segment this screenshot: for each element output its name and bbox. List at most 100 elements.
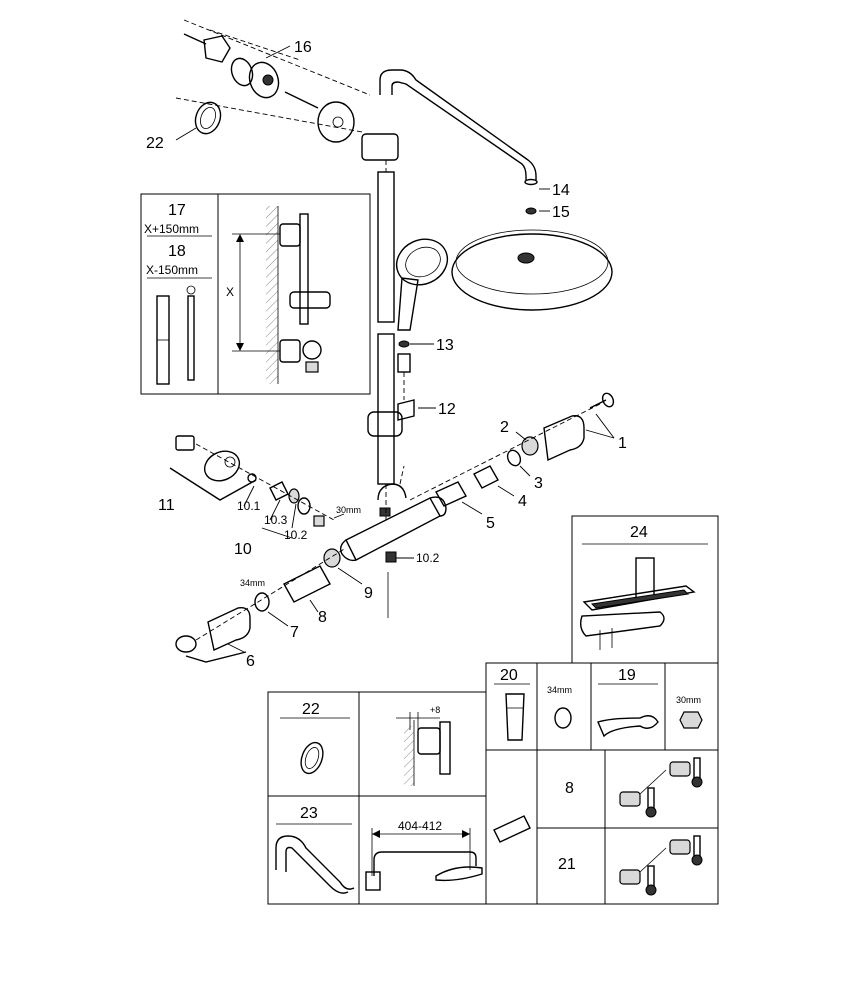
head-shower-rim xyxy=(451,233,613,311)
spares-21-number: 21 xyxy=(558,856,576,873)
left-valve-parts xyxy=(169,435,414,663)
nut-30mm xyxy=(313,515,325,527)
lower-rail xyxy=(377,333,395,485)
head-23-icon xyxy=(435,866,483,882)
dash-guide-top xyxy=(183,19,371,96)
hand-shower xyxy=(367,238,449,437)
part-6-cap xyxy=(175,635,197,653)
dimension-34mm: 34mm xyxy=(240,578,265,588)
thermostat-connector xyxy=(377,483,407,501)
part-11-nipple xyxy=(175,435,195,451)
part-6-handle xyxy=(207,607,251,651)
callout-13: 13 xyxy=(436,337,454,354)
part-5 xyxy=(435,481,467,507)
head-shower-face xyxy=(455,229,609,295)
screw xyxy=(183,33,207,45)
leader-22 xyxy=(175,127,197,141)
callout-16: 16 xyxy=(294,39,312,56)
inset-x-label: X xyxy=(226,285,234,299)
cartridge-8-b xyxy=(669,761,691,777)
spacer-ring-22 xyxy=(194,101,222,135)
callout-10-2-right: 10.2 xyxy=(416,551,440,565)
cartridge-8-a xyxy=(619,791,641,807)
hose-nut xyxy=(397,353,411,373)
inset-24-number: 24 xyxy=(630,524,648,541)
lower-22-number: 22 xyxy=(302,701,320,718)
rail-extension-inset xyxy=(140,193,371,395)
callout-3: 3 xyxy=(534,475,543,492)
inset-17-dimension: X+150mm xyxy=(144,222,199,236)
callout-10-2: 10.2 xyxy=(284,528,308,542)
thermostat-assembly xyxy=(339,392,615,562)
cartridge-21-b xyxy=(669,839,691,855)
callout-4: 4 xyxy=(518,493,527,510)
gasket-14 xyxy=(524,178,538,186)
spares-20-dimension: 34mm xyxy=(547,685,572,695)
shower-arm-outer xyxy=(379,69,537,180)
spares-19-number: 19 xyxy=(618,667,636,684)
upper-rail xyxy=(377,171,395,323)
callout-15: 15 xyxy=(552,204,570,221)
rail-holder xyxy=(361,133,399,161)
spares-20-number: 20 xyxy=(500,667,518,684)
spanner-19 xyxy=(597,715,659,738)
callout-12: 12 xyxy=(438,401,456,418)
callout-14: 14 xyxy=(552,182,570,199)
part-4 xyxy=(473,465,499,489)
callout-11: 11 xyxy=(158,497,175,514)
o-ring xyxy=(230,57,254,87)
dimension-30mm: 30mm xyxy=(336,505,361,515)
callout-7: 7 xyxy=(290,624,299,641)
holder-22-icon xyxy=(417,727,441,755)
inset-rail xyxy=(299,213,309,325)
arm-23-icon xyxy=(275,835,355,890)
callout-2: 2 xyxy=(500,419,509,436)
long-screw xyxy=(284,91,319,109)
callout-1: 1 xyxy=(618,435,627,452)
spares-8-number: 8 xyxy=(565,780,574,797)
leader-16 xyxy=(265,45,291,59)
hand-shower-handle xyxy=(397,277,419,331)
inset-18-dimension: X-150mm xyxy=(146,263,198,277)
mount-disc xyxy=(248,61,280,99)
hand-shower-head xyxy=(395,238,449,286)
dash-guide-bracket xyxy=(209,29,301,61)
inset-holder-top xyxy=(279,223,301,247)
inset-holder-bottom xyxy=(279,339,301,363)
washer-15 xyxy=(525,207,537,215)
part-10-2-small xyxy=(385,551,397,563)
nut-30mm-icon xyxy=(679,711,703,729)
shelf-glass xyxy=(582,585,696,611)
cartridge-21-a xyxy=(619,869,641,885)
part-1 xyxy=(543,415,585,462)
part-3 xyxy=(506,449,522,467)
inset-slider xyxy=(289,291,331,309)
shelf-thermostat xyxy=(579,611,665,637)
callout-22: 22 xyxy=(146,135,164,152)
callout-10-3: 10.3 xyxy=(264,513,288,527)
part-2 xyxy=(521,436,539,456)
callout-10: 10 xyxy=(234,541,252,558)
part-11-rosette xyxy=(203,450,241,482)
cover-rosette xyxy=(317,101,355,143)
nut-34mm-icon xyxy=(554,707,572,729)
callout-10-1: 10.1 xyxy=(237,499,261,513)
callout-9: 9 xyxy=(364,585,373,602)
lower-reach-label: 404-412 xyxy=(398,819,442,833)
inset-17-number: 17 xyxy=(168,202,186,219)
callout-5: 5 xyxy=(486,515,495,532)
bracket-plate xyxy=(203,35,231,63)
dash-guide-mid xyxy=(175,97,363,133)
part-10-3 xyxy=(269,481,289,501)
washer-13 xyxy=(398,340,410,348)
part-8-cartridge xyxy=(283,565,331,603)
part-9 xyxy=(323,548,341,568)
part-7 xyxy=(254,592,270,612)
wall-bracket-assembly xyxy=(175,19,399,161)
rail-piece-18 xyxy=(187,295,195,381)
spares-19-dimension: 30mm xyxy=(676,695,701,705)
callout-6: 6 xyxy=(246,653,255,670)
head-shower-center xyxy=(517,252,535,264)
slider-12 xyxy=(367,411,403,437)
